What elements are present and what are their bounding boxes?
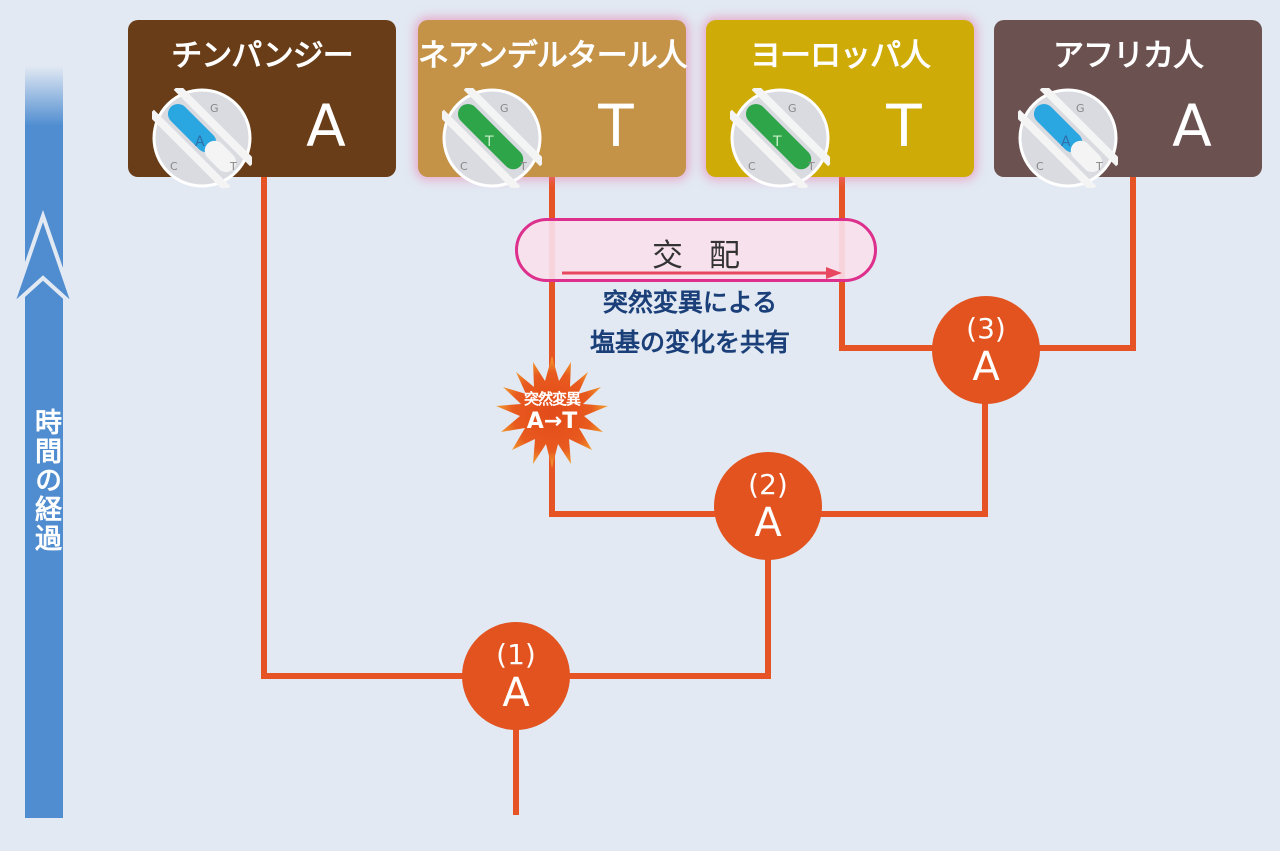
tree-branch-node2-node3 — [765, 349, 988, 517]
node-base: A — [972, 344, 1000, 390]
interbreeding-callout: 交配 — [515, 218, 877, 282]
dna-base-letter: A — [195, 134, 205, 150]
svg-text:T: T — [519, 160, 527, 173]
dna-base-letter: T — [484, 134, 494, 150]
svg-text:C: C — [170, 160, 178, 173]
svg-text:C: C — [460, 160, 468, 173]
tree-branch-neanderthal — [549, 175, 771, 517]
species-box-neanderthal: ネアンデルタール人 T G C T T — [418, 20, 688, 188]
dna-base-letter: T — [772, 134, 782, 150]
node-number: (3) — [966, 312, 1006, 345]
mutation-burst-icon — [496, 356, 608, 468]
base-letter: A — [306, 92, 346, 160]
interbreeding-label: 交配 — [652, 238, 766, 274]
dna-strand-icon: T G C T — [442, 88, 542, 188]
right-arrow-icon — [562, 267, 842, 279]
node-number: (2) — [748, 468, 788, 501]
species-box-african: アフリカ人 A G C T A — [994, 20, 1262, 188]
mutation-label: 突然変異 A→T — [494, 389, 610, 435]
svg-text:G: G — [500, 102, 509, 115]
node-base: A — [502, 670, 530, 716]
node-number: (1) — [496, 638, 536, 671]
time-arrow — [10, 66, 76, 818]
species-name: ネアンデルタール人 — [418, 38, 688, 74]
species-name: チンパンジー — [171, 38, 354, 74]
base-letter: T — [886, 92, 922, 160]
dna-strand-icon: A G C T — [1018, 88, 1118, 188]
svg-text:T: T — [229, 160, 237, 173]
tree-branch-node1-node2 — [513, 550, 771, 679]
ancestor-node-1: (1) A — [462, 622, 570, 730]
base-letter: T — [598, 92, 634, 160]
svg-text:G: G — [1076, 102, 1085, 115]
note-line-1: 突然変異による — [602, 288, 778, 317]
dna-base-letter: A — [1061, 134, 1071, 150]
svg-text:C: C — [1036, 160, 1044, 173]
svg-text:G: G — [788, 102, 797, 115]
time-axis-label: 時間の経過 — [30, 408, 61, 553]
svg-text:T: T — [1095, 160, 1103, 173]
species-name: アフリカ人 — [1053, 38, 1204, 74]
svg-text:C: C — [748, 160, 756, 173]
svg-text:T: T — [807, 160, 815, 173]
note-line-2: 塩基の変化を共有 — [589, 328, 790, 357]
tree-branch-chimpanzee — [261, 175, 519, 679]
ancestor-node-2: (2) A — [714, 452, 822, 560]
shared-mutation-note: 突然変異による 塩基の変化を共有 — [560, 283, 820, 363]
ancestor-node-3: (3) A — [932, 296, 1040, 404]
svg-text:G: G — [210, 102, 219, 115]
base-letter: A — [1172, 92, 1212, 160]
species-box-chimpanzee: チンパンジー A G C T A — [128, 20, 396, 188]
species-box-european: ヨーロッパ人 T G C T T — [706, 20, 974, 188]
node-base: A — [754, 500, 782, 546]
species-name: ヨーロッパ人 — [750, 38, 931, 74]
dna-strand-icon: A G C T — [152, 88, 252, 188]
dna-strand-icon: T G C T — [730, 88, 830, 188]
mutation-title: 突然変異 — [523, 390, 581, 408]
mutation-change: A→T — [526, 409, 578, 434]
